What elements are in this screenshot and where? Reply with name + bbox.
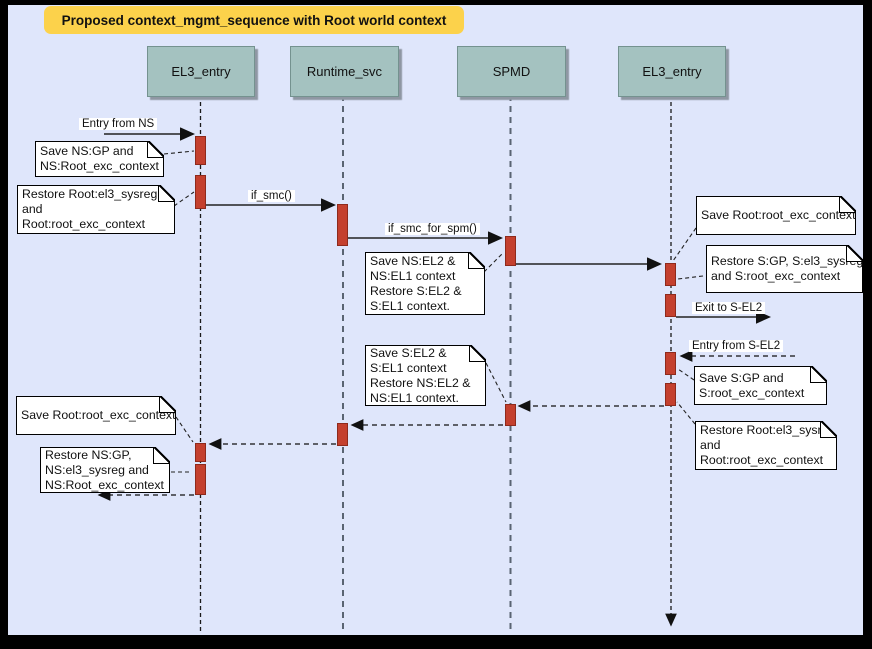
- lifeline-header-el3-entry-1: EL3_entry: [147, 46, 255, 97]
- lifeline-header-spmd: SPMD: [457, 46, 566, 97]
- note-save-s-el2: Save S:EL2 & S:EL1 context Restore NS:EL…: [365, 345, 486, 406]
- note-text: Save NS:GP and NS:Root_exc_context: [40, 144, 159, 173]
- note-fold-icon: [158, 185, 175, 202]
- note-save-s-gp: Save S:GP and S:root_exc_context: [694, 366, 827, 405]
- connector-note-save-root-right: [672, 227, 697, 262]
- note-save-ns-el2: Save NS:EL2 & NS:EL1 context Restore S:E…: [365, 252, 485, 315]
- note-text: Save Root:root_exc_context: [701, 208, 856, 222]
- diagram-background: [8, 5, 863, 635]
- note-fold-icon: [159, 396, 176, 413]
- lifeline-header-el3-entry-2: EL3_entry: [618, 46, 726, 97]
- connector-note-restore-root-right: [676, 401, 696, 425]
- note-text: Save NS:EL2 & NS:EL1 context Restore S:E…: [370, 253, 462, 313]
- connector-note-save-ns-gp: [163, 150, 195, 155]
- note-restore-root-el3-sysreg-right: Restore Root:el3_sysreg and Root:root_ex…: [695, 421, 837, 470]
- note-text: Restore NS:GP, NS:el3_sysreg and NS:Root…: [45, 447, 164, 492]
- activation-runtime-1: [337, 204, 348, 246]
- activation-el3r-1: [665, 263, 676, 286]
- activation-spmd-1: [505, 236, 516, 266]
- note-fold-icon: [153, 447, 170, 464]
- note-save-root-exc-left: Save Root:root_exc_context: [16, 396, 176, 435]
- activation-el3r-2: [665, 294, 676, 317]
- label-if-smc-for-spm: if_smc_for_spm(): [385, 223, 480, 235]
- activation-el3r-3: [665, 352, 676, 375]
- connector-note-save-s-gp: [677, 368, 695, 381]
- note-text: Save S:EL2 & S:EL1 context Restore NS:EL…: [370, 345, 471, 405]
- connector-note-save-ns-el2: [483, 252, 504, 273]
- note-fold-icon: [820, 421, 837, 438]
- note-fold-icon: [469, 345, 486, 362]
- note-text: Restore Root:el3_sysreg and Root:root_ex…: [700, 423, 836, 467]
- note-text: Save S:GP and S:root_exc_context: [699, 370, 805, 400]
- activation-spmd-2: [505, 404, 516, 426]
- note-text: Restore Root:el3_sysreg and Root:root_ex…: [22, 187, 158, 231]
- note-fold-icon: [810, 366, 827, 383]
- note-fold-icon: [846, 245, 863, 262]
- note-save-ns-gp: Save NS:GP and NS:Root_exc_context: [35, 141, 164, 177]
- activation-runtime-2: [337, 423, 348, 446]
- label-entry-from-s-el2: Entry from S-EL2: [689, 340, 784, 352]
- diagram-title: Proposed context_mgmt_sequence with Root…: [44, 6, 464, 34]
- activation-el3l-3: [195, 443, 206, 462]
- note-fold-icon: [468, 252, 485, 269]
- note-restore-s-gp: Restore S:GP, S:el3_sysreg and S:root_ex…: [706, 245, 863, 293]
- label-if-smc: if_smc(): [248, 190, 295, 202]
- note-text: Save Root:root_exc_context: [21, 408, 176, 422]
- label-entry-from-ns: Entry from NS: [79, 118, 158, 130]
- note-fold-icon: [839, 196, 856, 213]
- connector-note-save-s-el2: [485, 362, 507, 403]
- activation-el3l-1: [195, 136, 206, 165]
- activation-el3l-2: [195, 175, 206, 209]
- connector-note-restore-s-gp: [677, 275, 704, 280]
- note-fold-icon: [147, 141, 164, 158]
- note-restore-root-el3-sysreg-left: Restore Root:el3_sysreg and Root:root_ex…: [17, 185, 175, 234]
- note-text: Restore S:GP, S:el3_sysreg and S:root_ex…: [711, 254, 864, 283]
- lifeline-header-runtime-svc: Runtime_svc: [290, 46, 399, 97]
- connector-note-save-root-left: [175, 416, 194, 443]
- label-exit-to-s-el2: Exit to S-EL2: [692, 302, 766, 314]
- note-restore-ns-gp: Restore NS:GP, NS:el3_sysreg and NS:Root…: [40, 447, 170, 493]
- activation-el3r-4: [665, 383, 676, 406]
- activation-el3l-4: [195, 464, 206, 495]
- note-save-root-exc-right: Save Root:root_exc_context: [696, 196, 856, 235]
- connector-note-restore-root-left: [173, 191, 195, 207]
